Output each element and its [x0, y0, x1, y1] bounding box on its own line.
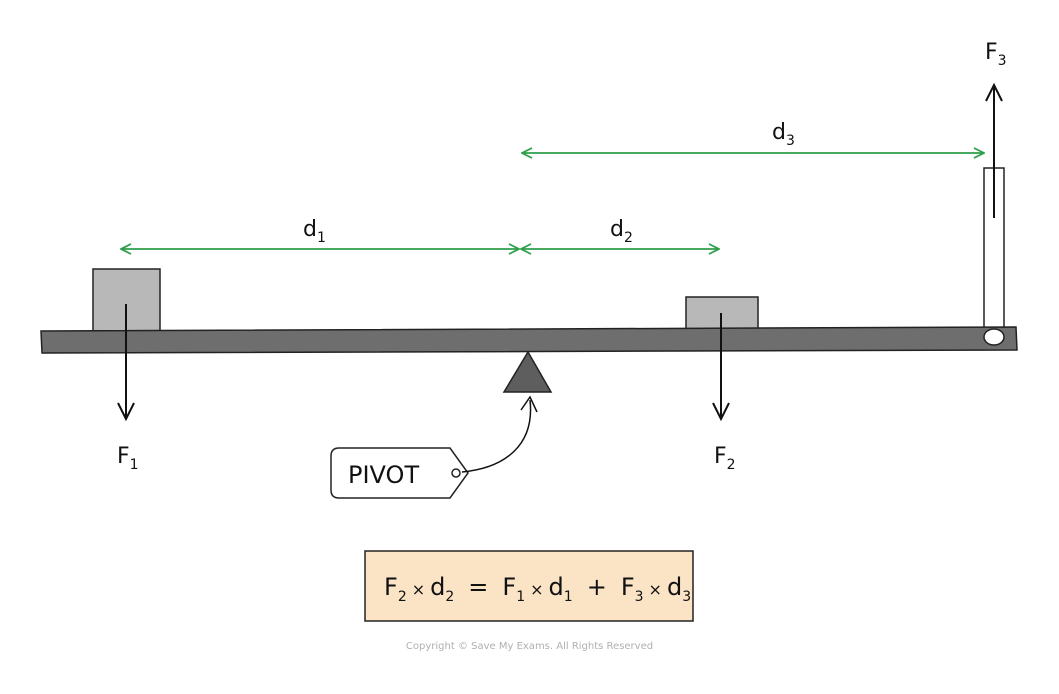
- rod-base: [983, 328, 1005, 346]
- pivot-pointer-head: [520, 395, 538, 413]
- label-f2: F2: [714, 444, 736, 473]
- pivot-tag: [330, 447, 469, 499]
- beam: [40, 326, 1018, 354]
- pivot-triangle: [502, 350, 553, 393]
- label-f1: F1: [117, 444, 139, 473]
- pivot-tag-hole: [451, 468, 461, 478]
- pivot-pointer-curve: [461, 399, 532, 473]
- copyright-notice: Copyright © Save My Exams. All Rights Re…: [405, 641, 654, 652]
- equation-text: F2×d2=F1×d1+F3×d3: [384, 573, 691, 605]
- label-f3: F3: [985, 40, 1007, 69]
- label-d2: d2: [610, 217, 633, 246]
- equation-box: [364, 550, 694, 622]
- label-d3: d3: [772, 120, 795, 149]
- label-d1: d1: [303, 217, 326, 246]
- pivot-tag-text: PIVOT: [348, 461, 419, 489]
